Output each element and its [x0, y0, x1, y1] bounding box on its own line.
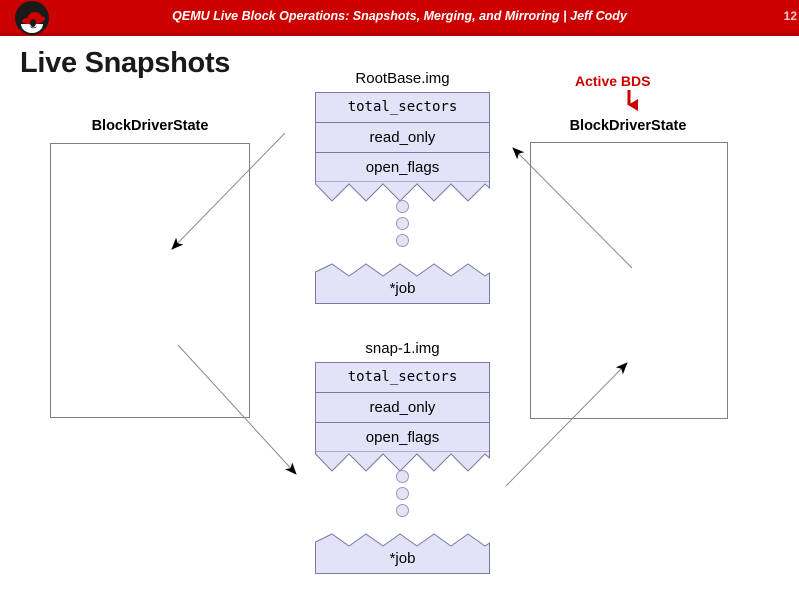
torn-edge-bottom	[315, 451, 490, 472]
dot	[396, 504, 409, 517]
torn-edge-bottom	[315, 181, 490, 202]
dot	[396, 234, 409, 247]
page-number: 12	[783, 9, 797, 23]
dot	[396, 487, 409, 500]
header-bar: QEMU Live Block Operations: Snapshots, M…	[0, 0, 799, 36]
header-title: QEMU Live Block Operations: Snapshots, M…	[172, 9, 627, 23]
field-read-only: read_only	[315, 392, 490, 422]
bds-box-right	[530, 142, 728, 419]
job-box	[315, 263, 490, 304]
field-total-sectors: total_sectors	[315, 92, 490, 122]
field-total-sectors: total_sectors	[315, 362, 490, 392]
img-struct-title: RootBase.img	[355, 70, 450, 87]
dot	[396, 200, 409, 213]
job-box	[315, 533, 490, 574]
bds-box-left	[50, 143, 250, 418]
red-hat-shadowman-logo	[15, 1, 49, 35]
bds-label-left: BlockDriverState	[91, 118, 209, 134]
job-label: *job	[389, 550, 416, 567]
dot	[396, 217, 409, 230]
field-read-only: read_only	[315, 122, 490, 152]
job-label: *job	[389, 280, 416, 297]
ellipsis-dots	[315, 466, 490, 521]
active-bds-label: Active BDS	[575, 73, 651, 89]
bds-label-right: BlockDriverState	[569, 118, 687, 134]
dot	[396, 470, 409, 483]
field-open-flags: open_flags	[315, 152, 490, 182]
ellipsis-dots	[315, 196, 490, 251]
field-open-flags: open_flags	[315, 422, 490, 452]
page-title: Live Snapshots	[20, 47, 231, 79]
img-struct-title: snap-1.img	[365, 340, 440, 357]
